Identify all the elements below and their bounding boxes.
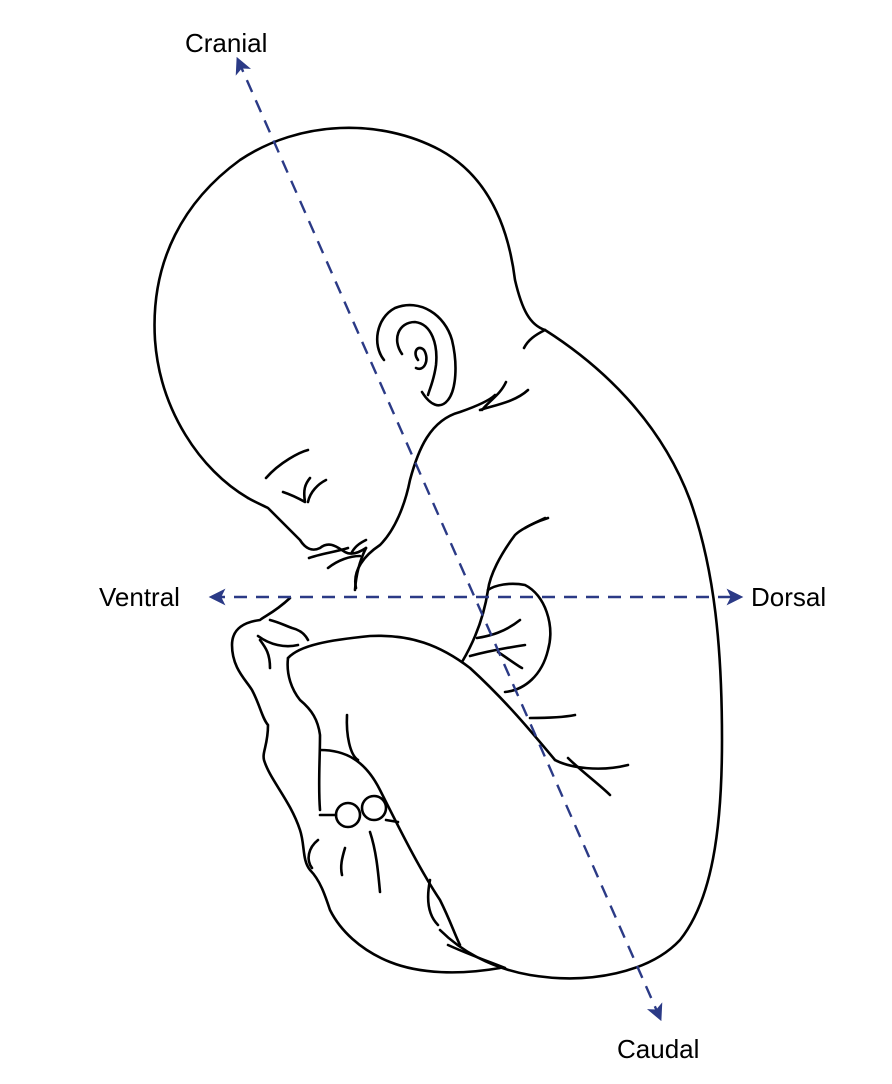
- cranial-label: Cranial: [185, 28, 268, 58]
- leg: [286, 634, 630, 947]
- cranial-caudal-axis: [235, 56, 663, 1022]
- ventral-label: Ventral: [99, 582, 180, 612]
- dorsal-label: Dorsal: [751, 582, 827, 612]
- caudal-label: Caudal: [617, 1034, 700, 1064]
- hand: [460, 516, 577, 720]
- ear: [375, 303, 457, 407]
- fetus-body-outline: [153, 126, 724, 980]
- foot: [230, 596, 507, 974]
